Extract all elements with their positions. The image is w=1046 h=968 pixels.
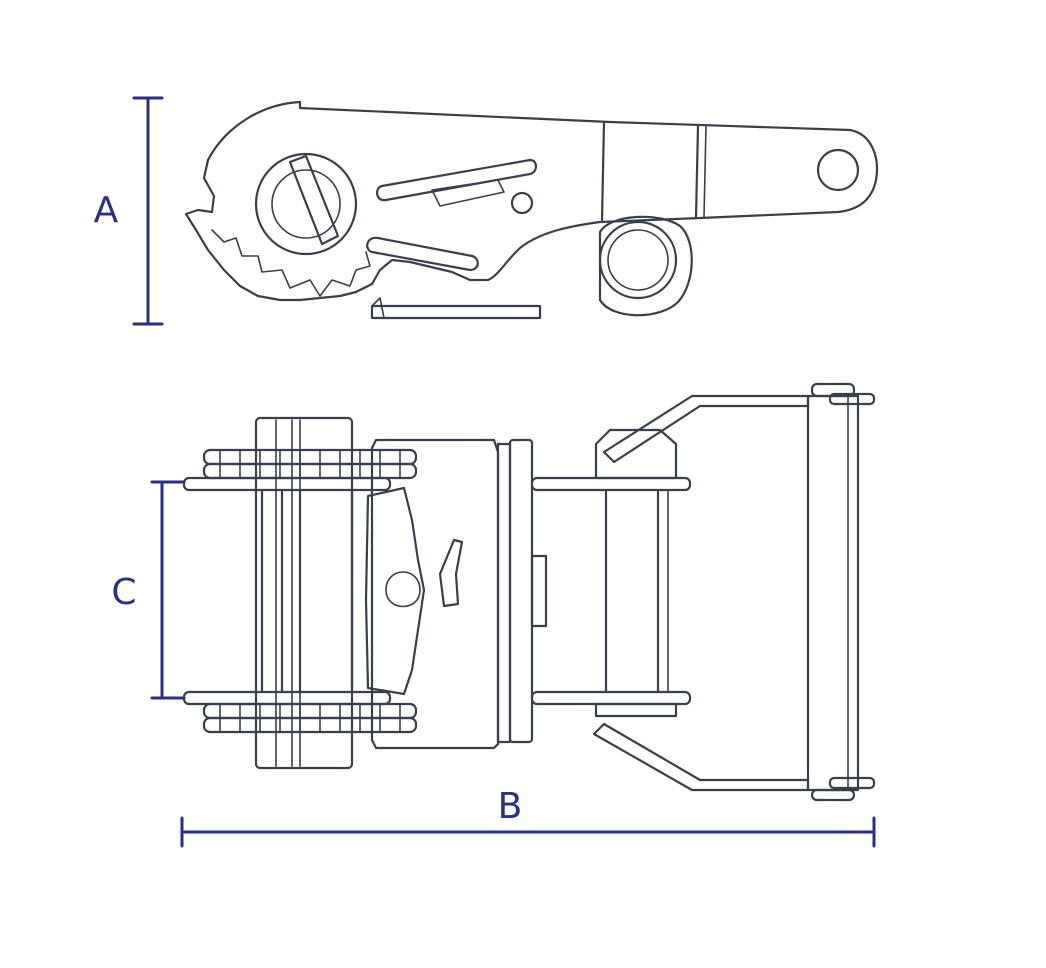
pivot-lug-inner-ring (607, 229, 669, 291)
spindle-outer-circle (254, 152, 358, 256)
frame-upper-inner (182, 476, 392, 492)
handle-grip-line-1 (600, 120, 606, 222)
handle-pin-top (828, 392, 876, 406)
dimension-a-label: A (94, 190, 119, 231)
frame-lower-inner (182, 690, 392, 706)
handle-grip-line-2 (694, 124, 700, 220)
center-bracket (530, 554, 548, 628)
spindle-slot (288, 154, 340, 246)
pivot-lug-outer-ring (598, 220, 678, 300)
handle-eye-hole (816, 148, 860, 192)
frame-lower-gear (202, 702, 418, 720)
pawl-slot-inner (431, 179, 505, 207)
side-view-base-plate (370, 304, 542, 320)
spindle-inner-circle (271, 169, 341, 239)
base-rail-upper (530, 476, 692, 492)
ratchet-gear-teeth (211, 229, 371, 297)
handle-end-cap-top (810, 382, 856, 398)
gear-teeth-upper (219, 449, 401, 479)
frame-upper-outer (202, 448, 418, 466)
pawl-rivet-hole (510, 191, 534, 215)
dimension-c-label: C (111, 572, 136, 613)
dimension-a: A (94, 96, 164, 326)
dimension-b: B (180, 786, 876, 848)
lower-pawl (366, 236, 479, 272)
dimension-b-label: B (498, 786, 523, 827)
handle-cover (370, 438, 500, 750)
side-view-handle-body (184, 100, 878, 302)
lever-tab (438, 538, 464, 608)
hinge-plate-lower (594, 702, 678, 718)
handle-pin-bottom (828, 776, 876, 790)
side-view-base-tab (371, 297, 385, 319)
pawl-slot-upper (376, 158, 538, 202)
central-cross-bar-a (496, 442, 512, 744)
hinge-block-upper (594, 428, 678, 480)
release-lever (364, 486, 426, 696)
handle-arm-lower (592, 722, 810, 792)
top-view (182, 382, 876, 802)
gear-teeth-lower (219, 703, 401, 733)
handle-end-bar (806, 394, 860, 792)
frame-upper-gear (202, 462, 418, 480)
handle-end-cap-bottom (810, 788, 856, 802)
dimension-c: C (111, 480, 186, 700)
pivot-lug (598, 215, 693, 317)
central-cross-bar-b (508, 438, 534, 744)
handle-grip-line-3 (703, 125, 707, 219)
base-rail-lower (530, 690, 692, 706)
frame-lower-outer (202, 716, 418, 734)
release-lever-notch (385, 571, 421, 608)
side-view (184, 100, 878, 320)
spindle-flange-left (254, 416, 354, 770)
